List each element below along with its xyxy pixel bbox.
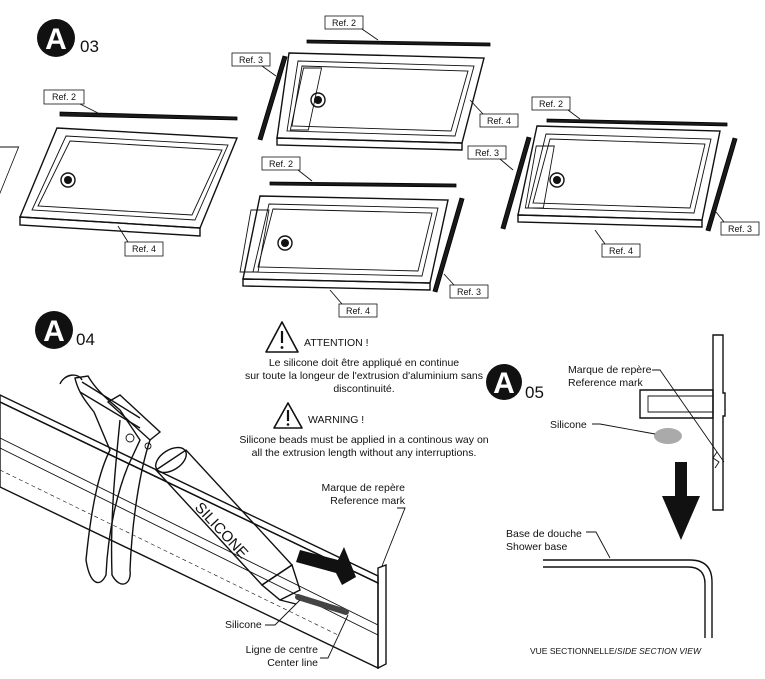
warning-triangle-icon (273, 402, 303, 429)
ref-label-tray4-ref3-left: Ref. 3 (467, 145, 514, 171)
attention-line: discontinuité. (333, 383, 394, 395)
ref-label-tray3-ref2: Ref. 2 (261, 156, 313, 182)
warning-line: Silicone beads must be applied in a cont… (239, 434, 488, 446)
svg-text:Ref. 2: Ref. 2 (539, 99, 563, 109)
svg-text:Silicone: Silicone (550, 419, 587, 431)
svg-text:Ref. 2: Ref. 2 (52, 92, 76, 102)
profile-ref2 (269, 181, 457, 188)
callout-reference-mark-04: Marque de repère Reference mark (322, 482, 406, 567)
svg-text:Base de douche: Base de douche (506, 528, 582, 540)
ref-label-tray1-ref2: Ref. 2 (43, 89, 99, 114)
ref-label-tray3-ref4: Ref. 4 (329, 289, 378, 318)
attention-title: ATTENTION ! (304, 337, 369, 349)
profile-ref2 (546, 118, 728, 127)
step-badge-circle (35, 311, 73, 349)
svg-text:Marque de repère: Marque de repère (322, 482, 406, 494)
ref-label-tray2-ref3: Ref. 3 (231, 52, 277, 77)
svg-text:Ref. 4: Ref. 4 (346, 306, 370, 316)
shower-tray-2 (257, 39, 491, 151)
step-a05-badge: A 05 (486, 364, 544, 402)
ref-label-tray2-ref4: Ref. 4 (469, 99, 519, 128)
svg-text:Ref. 2: Ref. 2 (332, 18, 356, 28)
step-letter: A (493, 367, 515, 400)
shower-tray-1 (0, 111, 239, 237)
step-a03-badge: A 03 (37, 19, 99, 57)
svg-text:Reference mark: Reference mark (568, 377, 643, 389)
warning-line: all the extrusion length without any int… (252, 447, 477, 459)
svg-text:Ref. 4: Ref. 4 (487, 116, 511, 126)
svg-text:Ref. 3: Ref. 3 (728, 224, 752, 234)
ref-label-tray1-ref4: Ref. 4 (117, 225, 164, 257)
direction-arrow-icon (296, 547, 356, 585)
section-caption-en: SIDE SECTION VIEW (617, 646, 702, 656)
profile-section (639, 334, 726, 511)
svg-text:Reference mark: Reference mark (330, 495, 405, 507)
svg-text:Ref. 4: Ref. 4 (132, 244, 156, 254)
step-a04-badge: A 04 (35, 311, 95, 349)
section-caption-fr: VUE SECTIONNELLE/ (530, 646, 618, 656)
attention-note: ATTENTION ! Le silicone doit être appliq… (245, 321, 483, 395)
step-number: 03 (80, 37, 99, 56)
ref-label-tray4-ref3-right: Ref. 3 (715, 211, 760, 236)
svg-text:Ref. 3: Ref. 3 (457, 287, 481, 297)
down-arrow-icon (662, 462, 700, 540)
step-badge-circle (37, 19, 75, 57)
callout-silicone-04: Silicone (225, 599, 301, 631)
warning-triangle-icon (265, 321, 299, 353)
callout-silicone-05: Silicone (550, 419, 656, 435)
section-caption: VUE SECTIONNELLE/SIDE SECTION VIEW (530, 646, 702, 656)
svg-text:Marque de repère: Marque de repère (568, 364, 652, 376)
warning-note: WARNING ! Silicone beads must be applied… (239, 402, 489, 459)
callout-shower-base: Base de douche Shower base (506, 528, 611, 559)
ref-label-tray2-ref2: Ref. 2 (324, 15, 379, 41)
step-letter: A (45, 23, 67, 56)
profile-ref3 (705, 137, 738, 232)
svg-text:Center line: Center line (267, 657, 318, 669)
step-badge-circle (486, 364, 522, 400)
profile-ref3 (432, 197, 465, 293)
svg-text:Ligne de centre: Ligne de centre (246, 644, 319, 656)
callout-reference-mark-05: Marque de repère Reference mark (568, 364, 725, 463)
shower-base-section (543, 559, 713, 638)
callout-center-line-04: Ligne de centre Center line (246, 614, 349, 669)
svg-text:Silicone: Silicone (225, 619, 262, 631)
svg-text:Shower base: Shower base (506, 541, 567, 553)
step-number: 05 (525, 383, 544, 402)
svg-text:Ref. 3: Ref. 3 (239, 55, 263, 65)
profile-ref3 (257, 55, 288, 141)
silicone-tube: SILICONE (154, 446, 301, 605)
shower-tray-3 (239, 181, 465, 293)
shower-tray-4 (500, 118, 738, 232)
profile-ref2 (306, 39, 491, 47)
svg-text:Ref. 3: Ref. 3 (475, 148, 499, 158)
caulking-gun (59, 374, 162, 585)
silicone-blob (654, 428, 682, 444)
silicone-bead (295, 594, 349, 615)
ref-label-tray4-ref4: Ref. 4 (594, 229, 641, 258)
ref-label-tray4-ref2: Ref. 2 (531, 96, 581, 120)
step-letter: A (43, 315, 65, 348)
profile-ref2 (59, 111, 238, 121)
profile-ref3 (500, 136, 532, 230)
warning-title: WARNING ! (308, 414, 364, 426)
svg-text:Ref. 4: Ref. 4 (609, 246, 633, 256)
svg-text:Ref. 2: Ref. 2 (269, 159, 293, 169)
ref-label-tray3-ref3: Ref. 3 (443, 273, 489, 299)
step-number: 04 (76, 330, 95, 349)
attention-line: sur toute la longeur de l'extrusion d'al… (245, 370, 483, 382)
attention-line: Le silicone doit être appliqué en contin… (269, 357, 459, 369)
